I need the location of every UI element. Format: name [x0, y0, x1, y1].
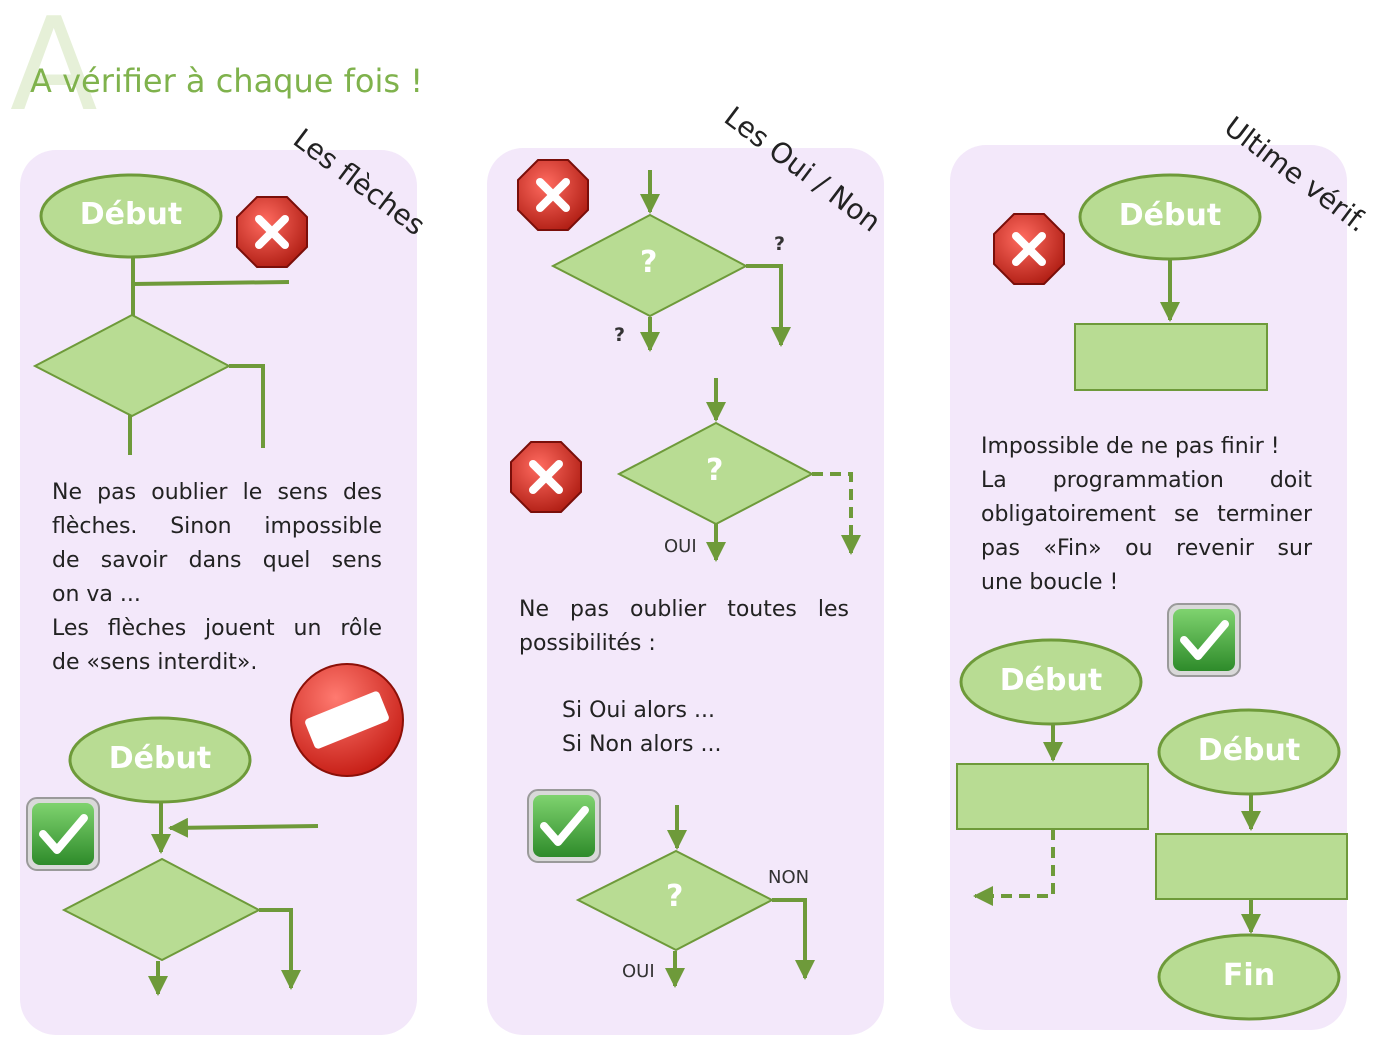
no-entry-icon	[290, 663, 404, 777]
check-icon	[26, 797, 100, 871]
text-line: une boucle !	[981, 570, 1119, 595]
error-icon	[993, 213, 1065, 285]
edge-label-non: NON	[768, 867, 810, 888]
decision-question-mark: ?	[706, 453, 724, 488]
yesno-correct-flowchart	[665, 805, 815, 988]
end-node-label: Fin	[1222, 958, 1276, 993]
decision-node	[61, 857, 262, 962]
decision-node	[32, 313, 232, 418]
decision-node	[550, 213, 749, 318]
text-line: Ne pas oublier le sens des	[52, 480, 382, 505]
decision-node	[575, 849, 775, 952]
case-no: Si Non alors ...	[562, 732, 722, 757]
decision-question-mark: ?	[640, 245, 658, 280]
error-icon	[510, 441, 582, 513]
page-title: A vérifier à chaque fois !	[30, 62, 424, 100]
error-icon	[236, 196, 308, 268]
check-icon	[1167, 603, 1241, 677]
case-yes: Si Oui alors ...	[562, 698, 715, 723]
yesno-wrong-flowchart-1	[640, 170, 791, 352]
start-node	[68, 716, 252, 804]
yesno-explanation: Ne pas oublier toutes les possibilités :	[519, 593, 849, 661]
text-line: La programmation doit	[981, 468, 1312, 493]
branch-question-mark: ?	[614, 324, 626, 346]
title-decoration-letter: A	[10, 0, 98, 140]
text-line: possibilités :	[519, 631, 656, 656]
branch-question-mark: ?	[774, 233, 786, 255]
edge-label-oui: OUI	[664, 536, 697, 557]
ultimate-loop-flowchart	[973, 722, 1063, 906]
process-node	[1155, 833, 1348, 900]
yesno-wrong-flowchart-2	[706, 378, 861, 562]
yesno-cases: Si Oui alors ... Si Non alors ...	[562, 694, 721, 762]
start-node	[959, 638, 1143, 726]
text-line: de «sens interdit».	[52, 650, 258, 675]
start-node-label: Début	[999, 663, 1103, 698]
start-node-label: Début	[79, 197, 183, 232]
decision-node	[616, 421, 815, 526]
start-node	[1157, 708, 1341, 796]
start-node-label: Début	[1197, 733, 1301, 768]
decision-question-mark: ?	[666, 879, 684, 914]
arrows-explanation: Ne pas oublier le sens des flèches. Sino…	[52, 476, 382, 680]
text-line: Ne pas oublier toutes les	[519, 597, 849, 622]
text-line: on va ...	[52, 582, 141, 607]
text-line: obligatoirement se terminer	[981, 502, 1312, 527]
text-line: Impossible de ne pas finir !	[981, 434, 1280, 459]
text-line: de savoir dans quel sens	[52, 548, 382, 573]
error-icon	[517, 159, 589, 231]
start-node	[1078, 173, 1262, 261]
process-node	[1074, 323, 1268, 391]
arrows-correct-flowchart	[148, 801, 319, 996]
process-node	[956, 763, 1149, 830]
check-icon	[527, 789, 601, 863]
start-node-label: Début	[108, 741, 212, 776]
text-line: Les flèches jouent un rôle	[52, 616, 382, 641]
ultimate-explanation: Impossible de ne pas finir ! La programm…	[981, 430, 1312, 600]
start-node-label: Début	[1118, 198, 1222, 233]
panel-arrows	[20, 150, 417, 1035]
arrows-wrong-flowchart	[128, 256, 290, 455]
end-node	[1157, 933, 1341, 1021]
start-node	[39, 173, 223, 259]
edge-label-oui: OUI	[622, 961, 655, 982]
text-line: flèches. Sinon impossible	[52, 514, 382, 539]
text-line: pas «Fin» ou revenir sur	[981, 536, 1312, 561]
